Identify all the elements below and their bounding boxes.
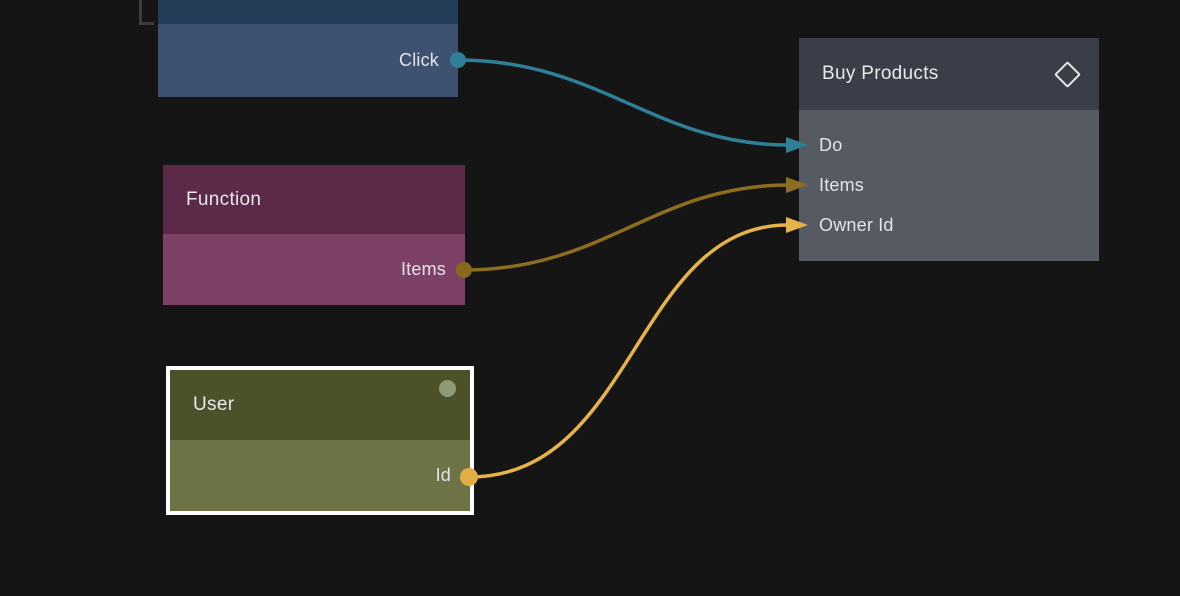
node-function-body: Items [163,234,465,305]
port-row-id-out[interactable]: Id [170,440,470,511]
node-function-title: Function [186,188,262,210]
wire-items-to-items[interactable] [462,183,790,272]
port-id-out-label: Id [435,465,451,485]
node-event-header[interactable] [158,0,458,24]
port-click-label: Click [399,50,439,70]
node-event[interactable]: Click [158,0,458,97]
port-row-click[interactable]: Click [158,24,458,97]
port-row-items-out[interactable]: Items [163,234,465,305]
wire-click-to-do[interactable] [456,58,790,147]
node-buy-products-header[interactable]: Buy Products [799,38,1099,110]
port-row-items-in[interactable]: Items [799,165,1099,205]
node-user-header[interactable]: User [170,370,470,440]
node-user-title: User [193,394,235,415]
node-user-status-dot-icon [439,380,456,397]
node-function[interactable]: Function Items [163,165,465,305]
node-buy-products[interactable]: Buy Products Do Items Owner Id [799,38,1099,261]
node-event-body: Click [158,24,458,97]
port-items-in-label: Items [819,174,865,195]
port-row-owner-id-in[interactable]: Owner Id [799,205,1099,245]
wire-id-to-owner-id[interactable] [467,223,790,479]
port-items-out-label: Items [400,259,446,279]
port-owner-id-in-label: Owner Id [819,214,894,235]
node-user-body: Id [170,440,470,511]
diamond-icon [1054,60,1081,88]
port-do-in-label: Do [819,134,843,155]
node-buy-products-title: Buy Products [822,63,939,84]
node-buy-products-body: Do Items Owner Id [799,110,1099,261]
node-user[interactable]: User Id [166,366,474,515]
port-row-do-in[interactable]: Do [799,125,1099,165]
selection-marquee-corner-icon [139,0,154,25]
node-function-header[interactable]: Function [163,165,465,234]
